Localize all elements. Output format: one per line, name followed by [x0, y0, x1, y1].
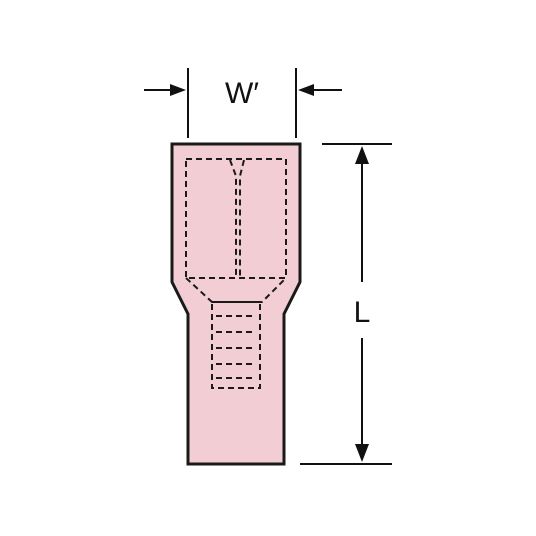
center-rib-right [239, 159, 245, 278]
length-arrowhead-bottom [355, 444, 369, 462]
hidden-interior-lines [185, 158, 287, 389]
receptacle-outline [185, 158, 287, 279]
width-label: W′ [225, 77, 259, 110]
length-arrowhead-top [355, 146, 369, 164]
center-rib [229, 159, 237, 278]
width-arrowhead-left [170, 84, 186, 96]
length-label: L [354, 296, 371, 329]
width-arrowhead-right [298, 84, 314, 96]
terminal-body [170, 142, 302, 466]
width-dimension [144, 68, 342, 138]
crimp-barrel-outline [211, 301, 261, 389]
length-dimension [300, 143, 392, 465]
